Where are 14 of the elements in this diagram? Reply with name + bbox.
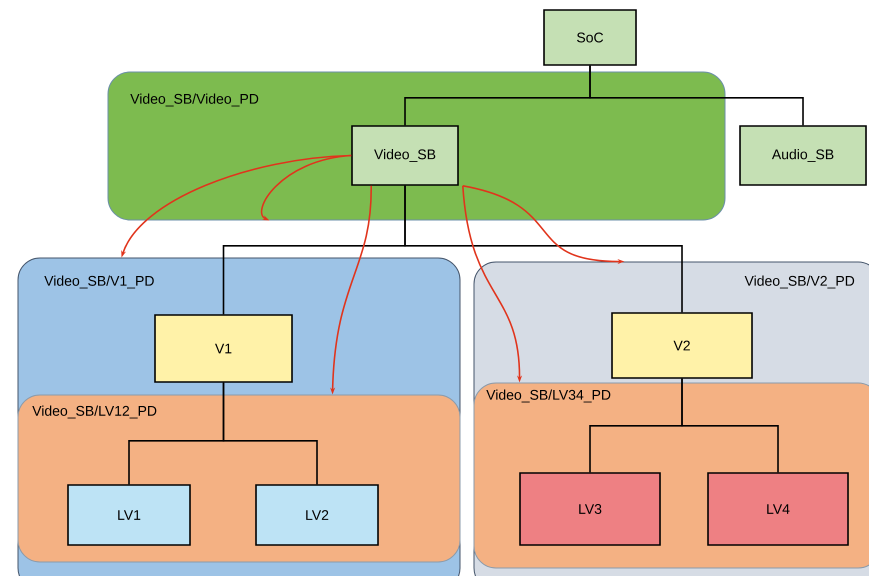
connector [589,66,804,126]
block-box: LV4 [707,472,849,546]
block-box: LV1 [67,484,191,546]
block-box: SoC [543,9,637,66]
connector [681,378,779,472]
block-box: V1 [154,314,293,383]
connector [222,382,318,484]
block-box: LV3 [519,472,661,546]
block-box: Audio_SB [739,125,867,186]
connector [260,154,352,220]
block-box: LV2 [255,484,379,546]
connector [404,186,683,312]
block-box: Video_SB [351,125,459,186]
block-box: V2 [611,312,753,379]
